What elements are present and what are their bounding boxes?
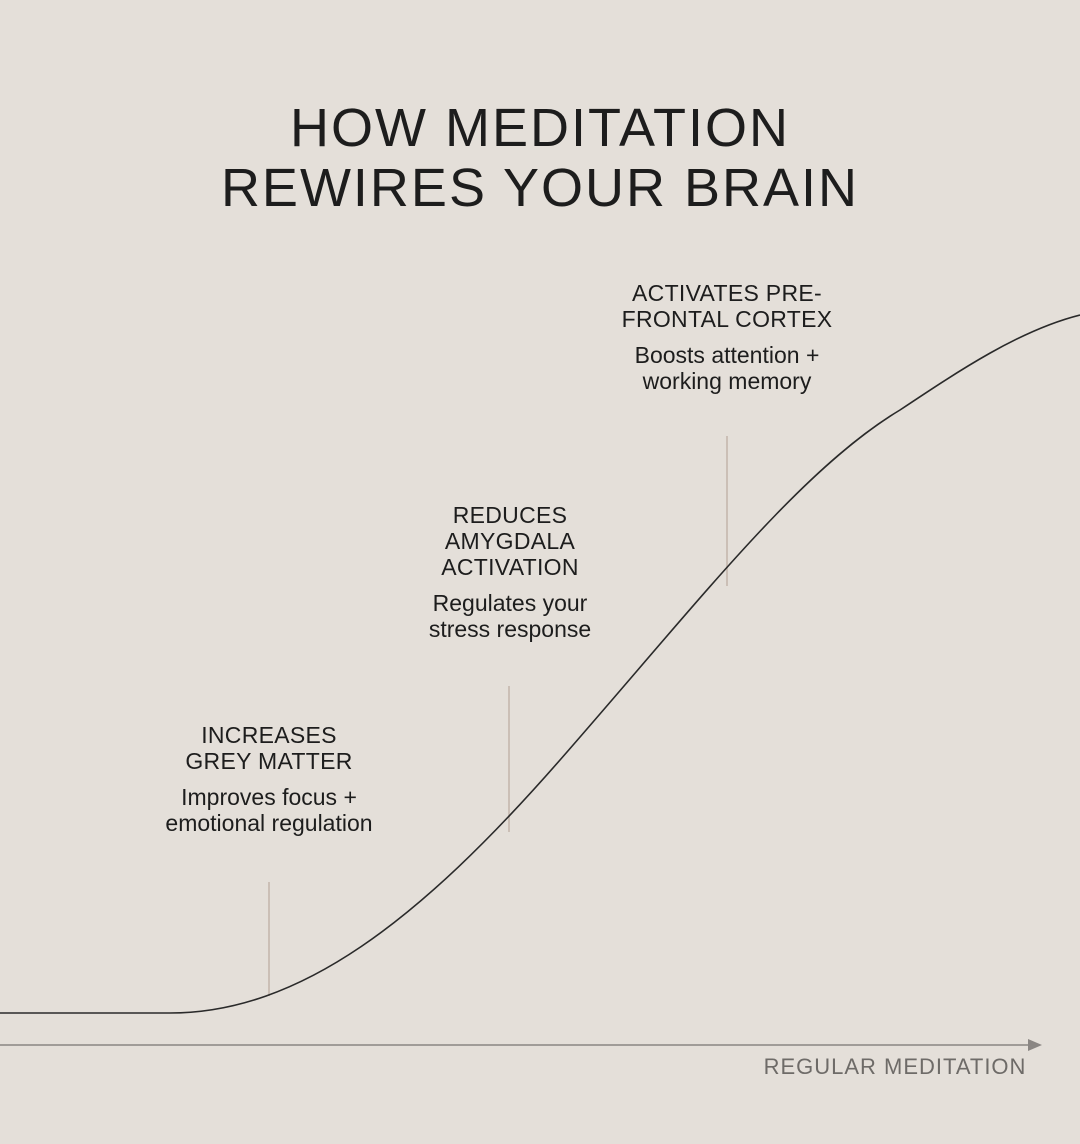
milestone-description: Boosts attention + working memory (634, 342, 820, 394)
milestone-heading: INCREASES GREY MATTER (185, 722, 353, 774)
s-curve (0, 314, 1080, 1014)
milestone-heading: ACTIVATES PRE- FRONTAL CORTEX (621, 280, 833, 332)
milestone-description: Regulates your stress response (428, 590, 592, 642)
milestone-prefrontal-cortex: ACTIVATES PRE- FRONTAL CORTEX Boosts att… (597, 280, 857, 394)
diagram-title-line-1: HOW MEDITATION (290, 98, 790, 158)
milestone-heading: REDUCES AMYGDALA ACTIVATION (441, 502, 579, 580)
diagram-title: HOW MEDITATION REWIRES YOUR BRAIN (0, 98, 1080, 218)
milestone-description: Improves focus + emotional regulation (165, 784, 373, 836)
x-axis-arrowhead-icon (1028, 1039, 1042, 1051)
milestone-grey-matter: INCREASES GREY MATTER Improves focus + e… (139, 722, 399, 836)
x-axis-label: REGULAR MEDITATION (763, 1054, 1027, 1079)
milestone-amygdala: REDUCES AMYGDALA ACTIVATION Regulates yo… (390, 502, 630, 642)
diagram-title-line-2: REWIRES YOUR BRAIN (220, 158, 860, 218)
